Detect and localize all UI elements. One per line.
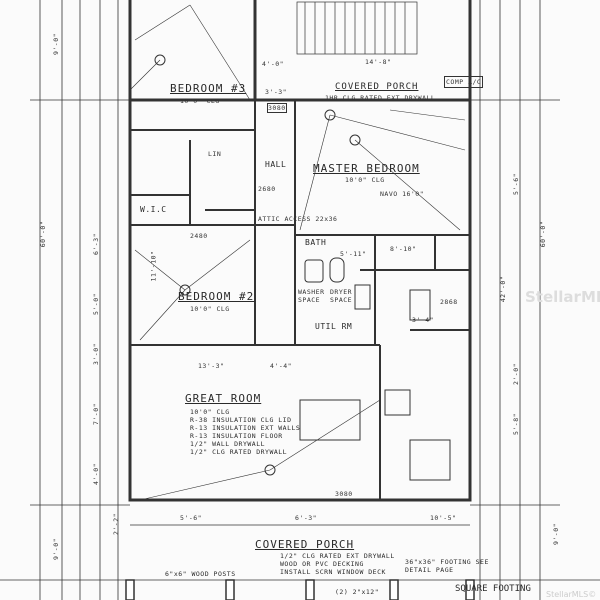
bath-label: BATH — [305, 238, 327, 247]
left-dim: 3'-0" — [92, 342, 101, 366]
stairs — [296, 1, 418, 55]
square-footing-label: SQUARE FOOTING — [455, 584, 531, 594]
front-porch-note: WOOD OR PVC DECKING — [280, 560, 364, 568]
front-porch-label: COVERED PORCH — [255, 538, 355, 551]
posts-note: 6"x6" WOOD POSTS — [165, 570, 236, 578]
interior-dim: 4'-0" — [262, 60, 285, 68]
interior-dim: 11'-10" — [149, 250, 158, 282]
left-dim: 2'-2" — [112, 512, 121, 536]
door-tag: 3080 — [267, 103, 287, 113]
door-tag: 2480 — [190, 232, 208, 240]
front-porch-note: INSTALL SCRN WINDOW DECK — [280, 568, 386, 576]
interior-dim: 8'-10" — [390, 245, 417, 253]
left-dim: 4'-0" — [92, 462, 101, 486]
master-bedroom-label: MASTER BEDROOM — [313, 162, 420, 175]
left-overall-dim: 60'-0" — [39, 220, 48, 248]
rear-porch-note: 1HR CLG RATED EXT DRYWALL — [325, 94, 436, 102]
bedroom2-label: BEDROOM #2 — [178, 290, 255, 303]
electrical-wiring — [129, 4, 466, 501]
right-dim: 5'-8" — [512, 412, 521, 436]
left-dim: 6'-3" — [92, 232, 101, 256]
lin-label: LIN — [208, 150, 222, 158]
interior-dim: 4'-4" — [270, 362, 293, 370]
interior-dim: 5'-11" — [340, 250, 367, 258]
utility-label: UTIL RM — [315, 322, 353, 331]
left-dim: 5'-0" — [92, 292, 101, 316]
interior-dim: 3'-4" — [412, 316, 435, 324]
door-tag: 2868 — [440, 298, 458, 306]
interior-dim: 13'-3" — [198, 362, 225, 370]
attic-label: ATTIC ACCESS 22x36 — [258, 215, 338, 223]
front-porch-note: 1/2" CLG RATED EXT DRYWALL — [280, 552, 395, 560]
exterior-walls — [128, 0, 472, 502]
door-tag: 3080 — [335, 490, 353, 498]
great-room-note: R-38 INSULATION CLG LID — [190, 416, 292, 424]
stellar-watermark: StellarMLS — [525, 288, 600, 306]
interior-dim: 10'-5" — [430, 514, 457, 522]
dryer-label: DRYER SPACE — [330, 288, 353, 304]
right-dim: 9'-0" — [552, 522, 561, 546]
right-dim: 42'-0" — [499, 275, 508, 303]
left-dim: 9'-0" — [52, 537, 61, 561]
wic-label: W.I.C — [140, 205, 167, 214]
footing-note: 36"x36" FOOTING SEE DETAIL PAGE — [405, 558, 489, 574]
great-room-note: 1/2" CLG RATED DRYWALL — [190, 448, 288, 456]
bedroom3-label: BEDROOM #3 — [170, 82, 247, 95]
interior-dim: 3'-3" — [265, 88, 288, 96]
master-bedroom-ceiling: 10'0" CLG — [345, 176, 385, 184]
beam-note: (2) 2"x12" — [335, 588, 380, 596]
washer-label: WASHER SPACE — [298, 288, 325, 304]
front-porch-notes: 1/2" CLG RATED EXT DRYWALL WOOD OR PVC D… — [280, 552, 395, 576]
door-tag: 2680 — [258, 185, 276, 193]
interior-walls — [130, 100, 470, 500]
great-room-note: R-13 INSULATION EXT WALLS — [190, 424, 301, 432]
bedroom2-ceiling: 10'0" CLG — [190, 305, 230, 313]
hall-label: HALL — [265, 160, 287, 169]
interior-dim: 5'-6" — [180, 514, 203, 522]
corner-watermark: StellarMLS© — [546, 590, 597, 599]
great-room-note: 10'0" CLG — [190, 408, 230, 416]
left-dim: 9'-0" — [52, 32, 61, 56]
great-room-label: GREAT ROOM — [185, 392, 262, 405]
comp-ac-label: COMP A/C — [444, 76, 484, 88]
master-bedroom-fan: NAVO 16'0" — [380, 190, 425, 198]
bedroom3-ceiling: 10'0" CLG — [180, 97, 220, 105]
right-dim: 5'-6" — [512, 172, 521, 196]
right-overall-dim: 60'-0" — [539, 220, 548, 248]
porch-posts — [125, 579, 475, 600]
interior-dim: 6'-3" — [295, 514, 318, 522]
rear-porch-dim: 14'-8" — [365, 58, 392, 66]
fixtures — [154, 54, 451, 481]
rear-porch-label: COVERED PORCH — [335, 82, 419, 92]
right-dim: 2'-0" — [512, 362, 521, 386]
great-room-notes: 10'0" CLG R-38 INSULATION CLG LID R-13 I… — [190, 408, 300, 456]
great-room-note: R-13 INSULATION FLOOR — [190, 432, 283, 440]
left-dim: 7'-0" — [92, 402, 101, 426]
great-room-note: 1/2" WALL DRYWALL — [190, 440, 266, 448]
